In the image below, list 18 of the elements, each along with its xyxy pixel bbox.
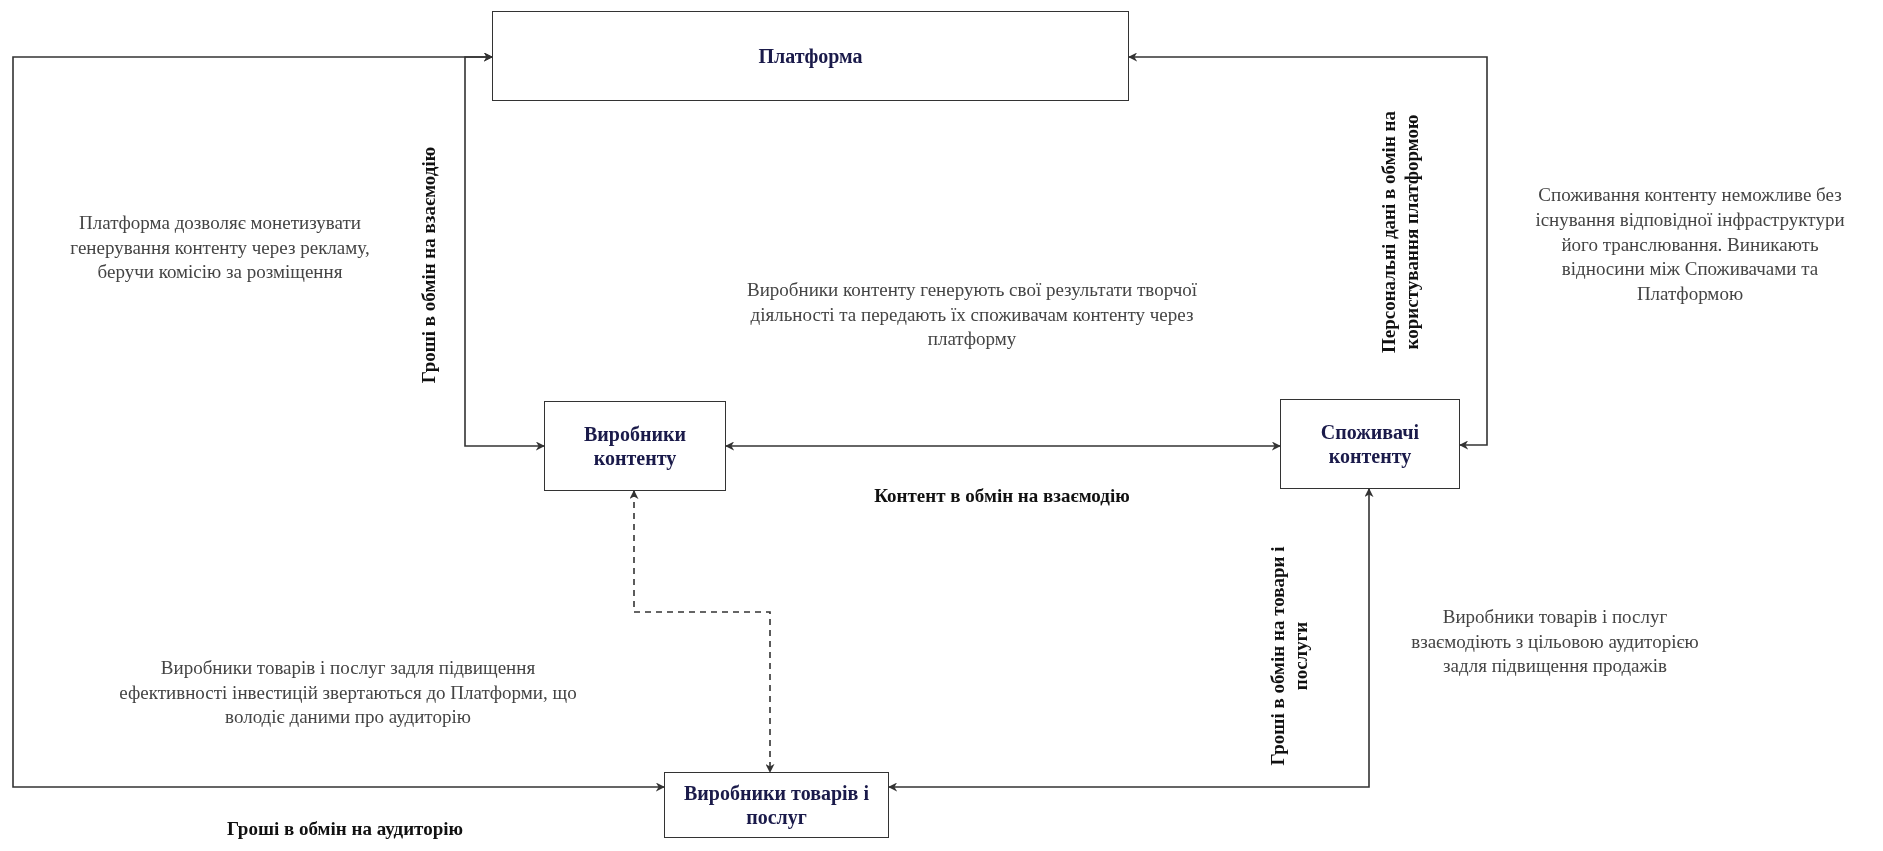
box-label: Виробники контенту bbox=[582, 422, 688, 470]
arrow bbox=[1128, 52, 1488, 450]
process-box bbox=[1280, 399, 1460, 489]
process-box bbox=[492, 11, 1129, 101]
box-label: Виробники товарів і послуг bbox=[683, 781, 870, 829]
box-label: Платформа bbox=[758, 44, 863, 68]
box-label: Споживачі контенту bbox=[1319, 420, 1421, 468]
note-text: Споживання контенту неможливе без існування відповідної інфраструктури його транслювання. Виникають відносини між Споживачами та Платформою bbox=[1534, 183, 1846, 307]
note-text: Виробники товарів і послуг взаємодіють з цільовою аудиторією задля підвищення продажів bbox=[1410, 604, 1700, 679]
note-text: Платформа дозволяє монетизувати генерування контенту через рекламу, беручи комісію за розміщення bbox=[69, 210, 371, 285]
note-text: Виробники контенту генерують свої результати творчої діяльності та передають їх споживачам контенту через платформу bbox=[746, 277, 1198, 352]
arrow bbox=[888, 488, 1374, 792]
arrow bbox=[725, 441, 1281, 451]
dashed-arrow bbox=[629, 490, 775, 773]
process-box bbox=[544, 401, 726, 491]
process-box bbox=[664, 772, 889, 838]
note-text: Виробники товарів і послуг задля підвищення ефективності інвестицій звертаються до Платформи, що володіє даними про аудиторію bbox=[118, 655, 578, 730]
arrow bbox=[12, 52, 665, 792]
